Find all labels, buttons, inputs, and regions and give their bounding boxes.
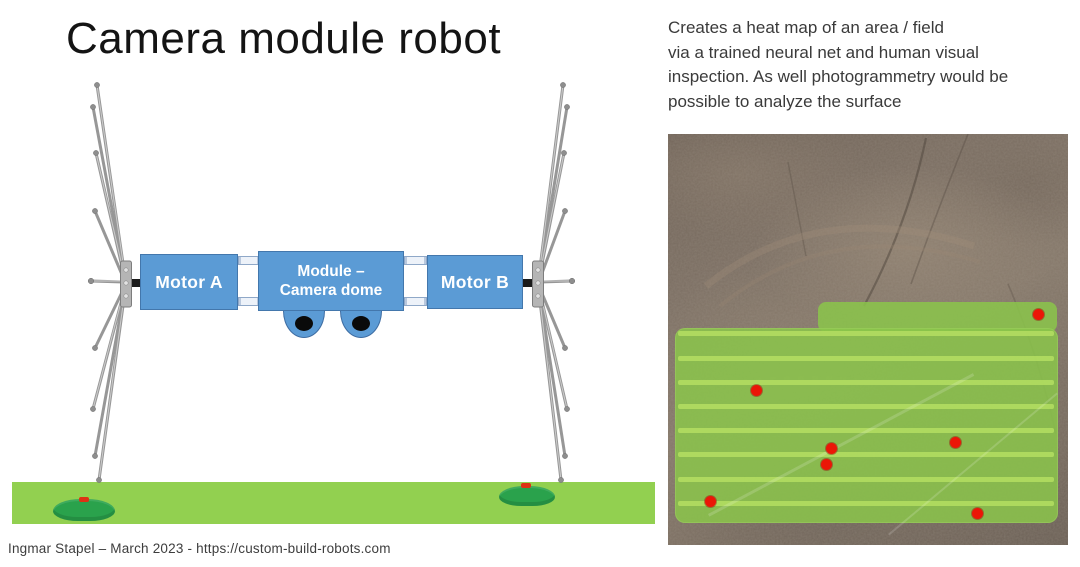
connector-rail: [238, 297, 260, 306]
disc-marker-left: [79, 497, 89, 502]
camera-lens-icon: [352, 316, 370, 331]
crack-line: [863, 137, 928, 307]
heatmap-stripe: [678, 477, 1054, 482]
heatmap-detection-dot: [704, 495, 716, 507]
motor-a-label: Motor A: [155, 271, 223, 292]
ground-disc-left: [53, 499, 115, 521]
heatmap-stripe: [678, 404, 1054, 409]
camera-module-box: Module – Camera dome: [258, 251, 404, 311]
ground-disc-right: [499, 486, 555, 506]
track-line: [703, 224, 976, 289]
motor-b-box: Motor B: [427, 255, 523, 309]
left-spoke-tips: [87, 82, 102, 483]
description-line: via a trained neural net and human visua…: [668, 42, 979, 62]
module-label-line2: Camera dome: [279, 282, 383, 299]
motor-a-box: Motor A: [140, 254, 238, 310]
right-axle: [522, 279, 534, 287]
right-wheel-hub: [532, 260, 544, 308]
motor-b-label: Motor B: [440, 271, 510, 292]
author-credit: Ingmar Stapel – March 2023 - https://cus…: [8, 541, 391, 556]
connector-rail: [238, 256, 260, 265]
heatmap-detection-dot: [971, 507, 983, 519]
right-wheel-spokes: [536, 83, 574, 482]
description-line: Creates a heat map of an area / field: [668, 18, 944, 37]
connector-rail: [404, 297, 427, 306]
heatmap-detection-dot: [820, 458, 832, 470]
disc-marker-right: [521, 483, 531, 488]
heatmap-overlay-upper-strip: [818, 302, 1057, 332]
connector-rail: [404, 256, 427, 265]
heatmap-stripe: [678, 501, 1054, 506]
crack-line: [910, 134, 969, 285]
heatmap-detection-dot: [1032, 308, 1044, 320]
heatmap-stripe: [678, 356, 1054, 361]
description-line: possible to analyze the surface: [668, 91, 902, 111]
description-text: Creates a heat map of an area / field vi…: [668, 16, 1072, 114]
heatmap-stripe: [678, 380, 1054, 385]
track-line: [718, 244, 981, 308]
heatmap-detection-dot: [949, 436, 961, 448]
right-spoke-tips: [558, 82, 576, 483]
heatmap-photo: [668, 134, 1068, 545]
module-label-line1: Module –: [297, 262, 365, 280]
left-wheel-hub: [120, 260, 132, 308]
heatmap-detection-dot: [825, 442, 837, 454]
crack-line: [787, 161, 807, 257]
description-line: inspection. As well photogrammetry would…: [668, 67, 1009, 86]
heatmap-stripe: [678, 331, 1054, 336]
left-wheel-spokes: [89, 83, 128, 482]
heatmap-stripe: [678, 428, 1054, 433]
camera-lens-icon: [295, 316, 313, 331]
heatmap-stripe: [678, 452, 1054, 457]
heatmap-detection-dot: [750, 384, 762, 396]
page-title: Camera module robot: [66, 14, 502, 63]
